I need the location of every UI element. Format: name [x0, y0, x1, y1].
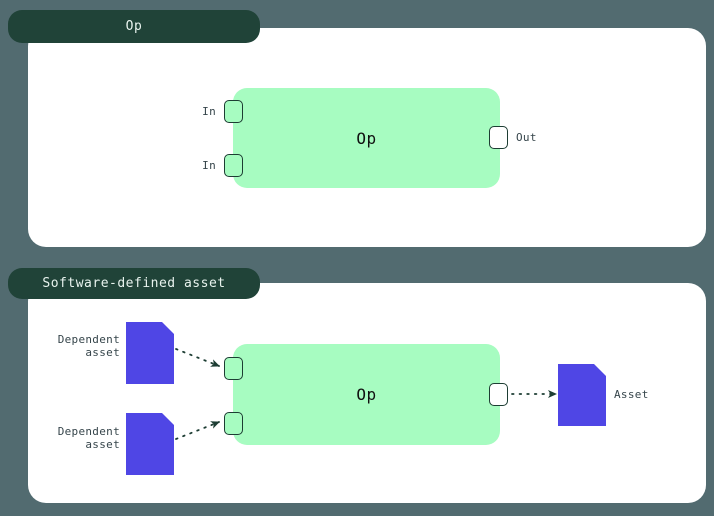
op-bottom-in-port-1[interactable]: [224, 357, 243, 380]
op-node-bottom-label: Op: [356, 385, 377, 404]
op-node-top-label: Op: [356, 128, 377, 148]
software-defined-asset-panel-tab-label: Software-defined asset: [42, 276, 226, 291]
op-panel-tab-label: Op: [125, 19, 143, 34]
dependent-asset-1-label-line1: Dependent: [57, 333, 120, 346]
dependent-asset-2-label-line1: Dependent: [57, 425, 120, 438]
op-node-bottom[interactable]: Op: [233, 344, 500, 445]
dependent-asset-1-icon[interactable]: [126, 322, 174, 384]
output-asset-icon[interactable]: [558, 364, 606, 426]
op-top-out-port-1[interactable]: [489, 126, 508, 149]
dependent-asset-2-label-line2: asset: [85, 438, 120, 451]
op-top-in-port-1[interactable]: [224, 100, 243, 123]
op-bottom-in-port-2[interactable]: [224, 412, 243, 435]
output-asset-label: Asset: [614, 388, 649, 401]
op-panel-tab[interactable]: Op: [8, 10, 260, 43]
op-top-in-port-2-label: In: [202, 159, 216, 172]
op-top-in-port-2[interactable]: [224, 154, 243, 177]
op-node-top[interactable]: Op: [233, 88, 500, 188]
op-bottom-out-port-1[interactable]: [489, 383, 508, 406]
op-top-in-port-1-label: In: [202, 105, 216, 118]
dependent-asset-2-icon[interactable]: [126, 413, 174, 475]
dependent-asset-1-label-line2: asset: [85, 346, 120, 359]
software-defined-asset-panel-tab[interactable]: Software-defined asset: [8, 268, 260, 299]
op-top-out-port-1-label: Out: [516, 131, 537, 144]
